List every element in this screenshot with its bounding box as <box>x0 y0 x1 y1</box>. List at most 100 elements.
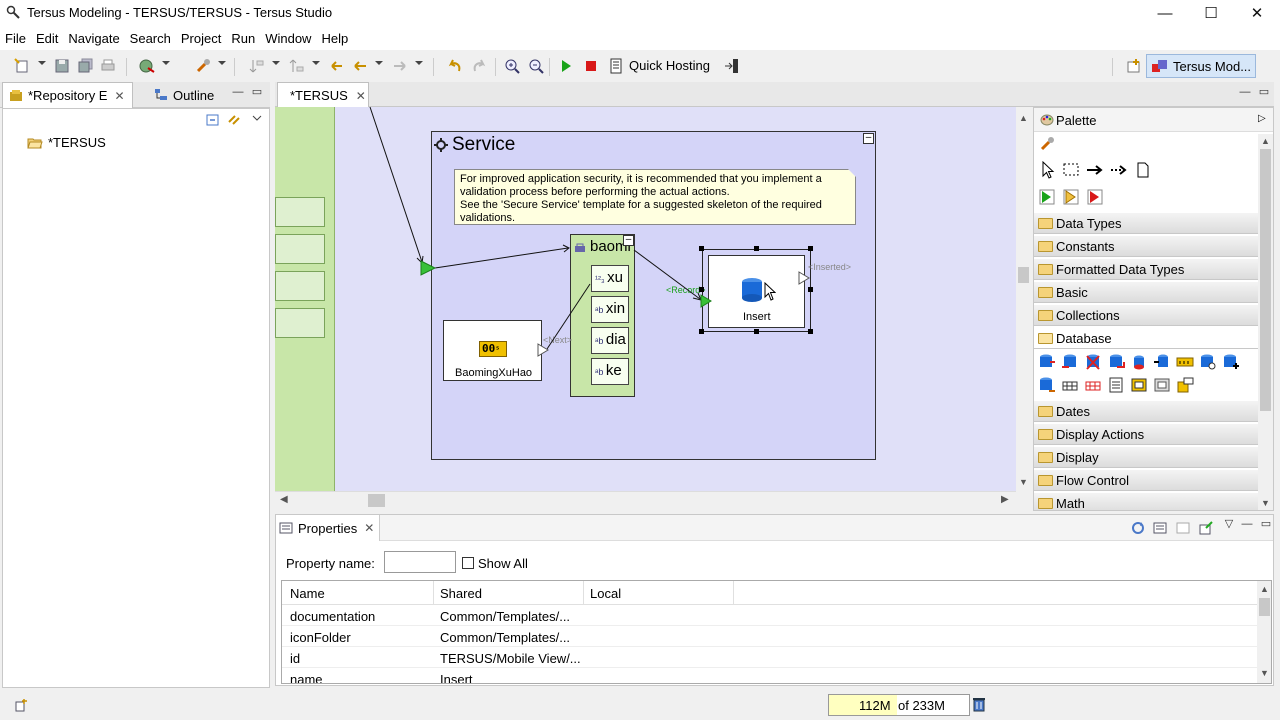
menu-search[interactable]: Search <box>129 30 171 46</box>
run-icon[interactable] <box>556 56 576 76</box>
scroll-thumb[interactable] <box>368 494 385 507</box>
drawer-database[interactable]: Database <box>1034 328 1258 349</box>
save-all-icon[interactable] <box>76 56 96 76</box>
model-canvas[interactable]: Service – For improved application secur… <box>275 107 1016 491</box>
previous-annotation-icon[interactable] <box>287 56 307 76</box>
scroll-down-icon[interactable]: ▼ <box>1260 668 1269 678</box>
categories-icon[interactable] <box>1152 520 1168 536</box>
db-record-red-icon[interactable] <box>1084 376 1102 394</box>
scroll-up-icon[interactable]: ▲ <box>1260 584 1269 594</box>
link-with-editor-icon[interactable] <box>227 112 243 128</box>
minimize-button[interactable]: — <box>1157 4 1173 22</box>
table-row[interactable]: id TERSUS/Mobile View/... <box>282 647 1257 668</box>
trigger-error-icon[interactable] <box>1086 188 1104 206</box>
scroll-down-icon[interactable]: ▼ <box>1261 498 1270 508</box>
scroll-left-icon[interactable]: ◀ <box>280 494 288 505</box>
save-icon[interactable] <box>52 56 72 76</box>
parent-slot[interactable] <box>275 234 325 264</box>
drawer-data-types[interactable]: Data Types <box>1034 213 1258 234</box>
db-table-view-icon[interactable] <box>1153 376 1171 394</box>
quick-hosting-button[interactable]: Quick Hosting <box>629 58 710 73</box>
back-dropdown-icon[interactable] <box>375 61 383 65</box>
parent-slot[interactable] <box>275 271 325 301</box>
palette-tool-icon[interactable] <box>1039 136 1057 154</box>
garbage-collect-icon[interactable] <box>972 696 986 712</box>
baoming-data-structure[interactable]: baomi – ¹²₃ xu ᵃb xin ᵃb dia ᵃb ke <box>570 234 635 397</box>
flow-tool-icon[interactable] <box>1086 161 1104 179</box>
insert-action[interactable]: Insert <box>708 255 805 328</box>
drawer-collections[interactable]: Collections <box>1034 305 1258 326</box>
fast-view-icon[interactable] <box>14 697 30 713</box>
table-row[interactable]: name Insert <box>282 668 1257 683</box>
tab-outline[interactable]: Outline <box>148 82 234 108</box>
menu-window[interactable]: Window <box>265 30 312 46</box>
tab-tersus-editor[interactable]: *TERSUS ✕ <box>277 82 369 108</box>
perspective-tersus-modeling[interactable]: Tersus Mod... <box>1146 54 1256 78</box>
view-menu-icon[interactable] <box>251 112 263 124</box>
deploy-icon[interactable] <box>722 56 742 76</box>
drawer-formatted-data-types[interactable]: Formatted Data Types <box>1034 259 1258 280</box>
db-sql-icon[interactable] <box>1176 376 1194 394</box>
palette-scrollbar[interactable]: ▲ ▼ <box>1258 134 1273 510</box>
close-tab-icon[interactable]: ✕ <box>355 88 366 103</box>
back-icon[interactable] <box>350 56 370 76</box>
db-sequence-icon[interactable] <box>1176 353 1194 371</box>
menu-project[interactable]: Project <box>180 30 222 46</box>
property-name-input[interactable] <box>384 551 456 573</box>
database-run-dropdown-icon[interactable] <box>162 61 170 65</box>
table-row[interactable]: iconFolder Common/Templates/... <box>282 626 1257 647</box>
zoom-out-icon[interactable] <box>526 56 546 76</box>
show-all-checkbox[interactable] <box>462 557 474 569</box>
drawer-display[interactable]: Display <box>1034 447 1258 468</box>
security-note[interactable]: For improved application security, it is… <box>454 169 856 225</box>
heap-status[interactable]: 112M of 233M <box>828 694 970 716</box>
scroll-thumb[interactable] <box>1260 149 1271 411</box>
advanced-icon[interactable] <box>1175 520 1191 536</box>
trigger-start-icon[interactable] <box>1038 188 1056 206</box>
db-insert-icon[interactable] <box>1061 353 1079 371</box>
collapse-all-icon[interactable] <box>205 112 221 128</box>
canvas-horizontal-scrollbar[interactable]: ◀ ▶ <box>275 491 1016 509</box>
drawer-display-actions[interactable]: Display Actions <box>1034 424 1258 445</box>
baoming-xuhao-sequence[interactable]: 00⁵ BaomingXuHao <box>443 320 542 381</box>
database-run-icon[interactable] <box>137 56 157 76</box>
db-report-icon[interactable] <box>1107 376 1125 394</box>
view-menu-icon[interactable]: ▽ <box>1224 518 1234 530</box>
new-dropdown-icon[interactable] <box>38 61 46 65</box>
service-box[interactable]: Service – For improved application secur… <box>431 131 876 460</box>
minimize-view-icon[interactable]: — <box>1241 518 1253 530</box>
menu-file[interactable]: File <box>5 30 26 46</box>
scroll-thumb[interactable] <box>1018 267 1029 283</box>
minimize-editor-icon[interactable]: — <box>1239 86 1251 98</box>
menu-run[interactable]: Run <box>231 30 256 46</box>
db-table-icon[interactable] <box>1130 353 1148 371</box>
db-lookup-icon[interactable] <box>1038 376 1056 394</box>
select-tool-icon[interactable] <box>1040 161 1058 179</box>
scroll-up-icon[interactable]: ▲ <box>1261 136 1270 146</box>
tools-icon[interactable] <box>193 56 213 76</box>
field-xu[interactable]: ¹²₃ xu <box>591 265 629 292</box>
field-xin[interactable]: ᵃb xin <box>591 296 629 323</box>
maximize-view-icon[interactable]: ▭ <box>1260 518 1272 530</box>
canvas-vertical-scrollbar[interactable]: ▲ ▼ <box>1016 107 1031 491</box>
db-query-icon[interactable] <box>1199 353 1217 371</box>
parent-slot[interactable] <box>275 197 325 227</box>
note-tool-icon[interactable] <box>1134 161 1152 179</box>
db-connect-icon[interactable] <box>1153 353 1171 371</box>
close-tab-icon[interactable]: ✕ <box>364 521 375 535</box>
pin-icon[interactable] <box>1198 520 1214 536</box>
db-add-icon[interactable] <box>1222 353 1240 371</box>
palette-expand-icon[interactable]: ▷ <box>1258 113 1266 124</box>
new-icon[interactable] <box>12 56 32 76</box>
scroll-down-icon[interactable]: ▼ <box>1019 477 1028 487</box>
previous-annotation-dropdown-icon[interactable] <box>312 61 320 65</box>
forward-dropdown-icon[interactable] <box>415 61 423 65</box>
collapse-service-icon[interactable]: – <box>863 133 874 144</box>
redo-icon[interactable] <box>469 56 489 76</box>
quick-hosting-icon[interactable] <box>606 56 626 76</box>
print-icon[interactable] <box>98 56 118 76</box>
stop-icon[interactable] <box>581 56 601 76</box>
table-row[interactable]: documentation Common/Templates/... <box>282 605 1257 626</box>
dashed-flow-tool-icon[interactable] <box>1110 161 1128 179</box>
tab-repository-explorer[interactable]: *Repository E ✕ <box>2 82 133 108</box>
